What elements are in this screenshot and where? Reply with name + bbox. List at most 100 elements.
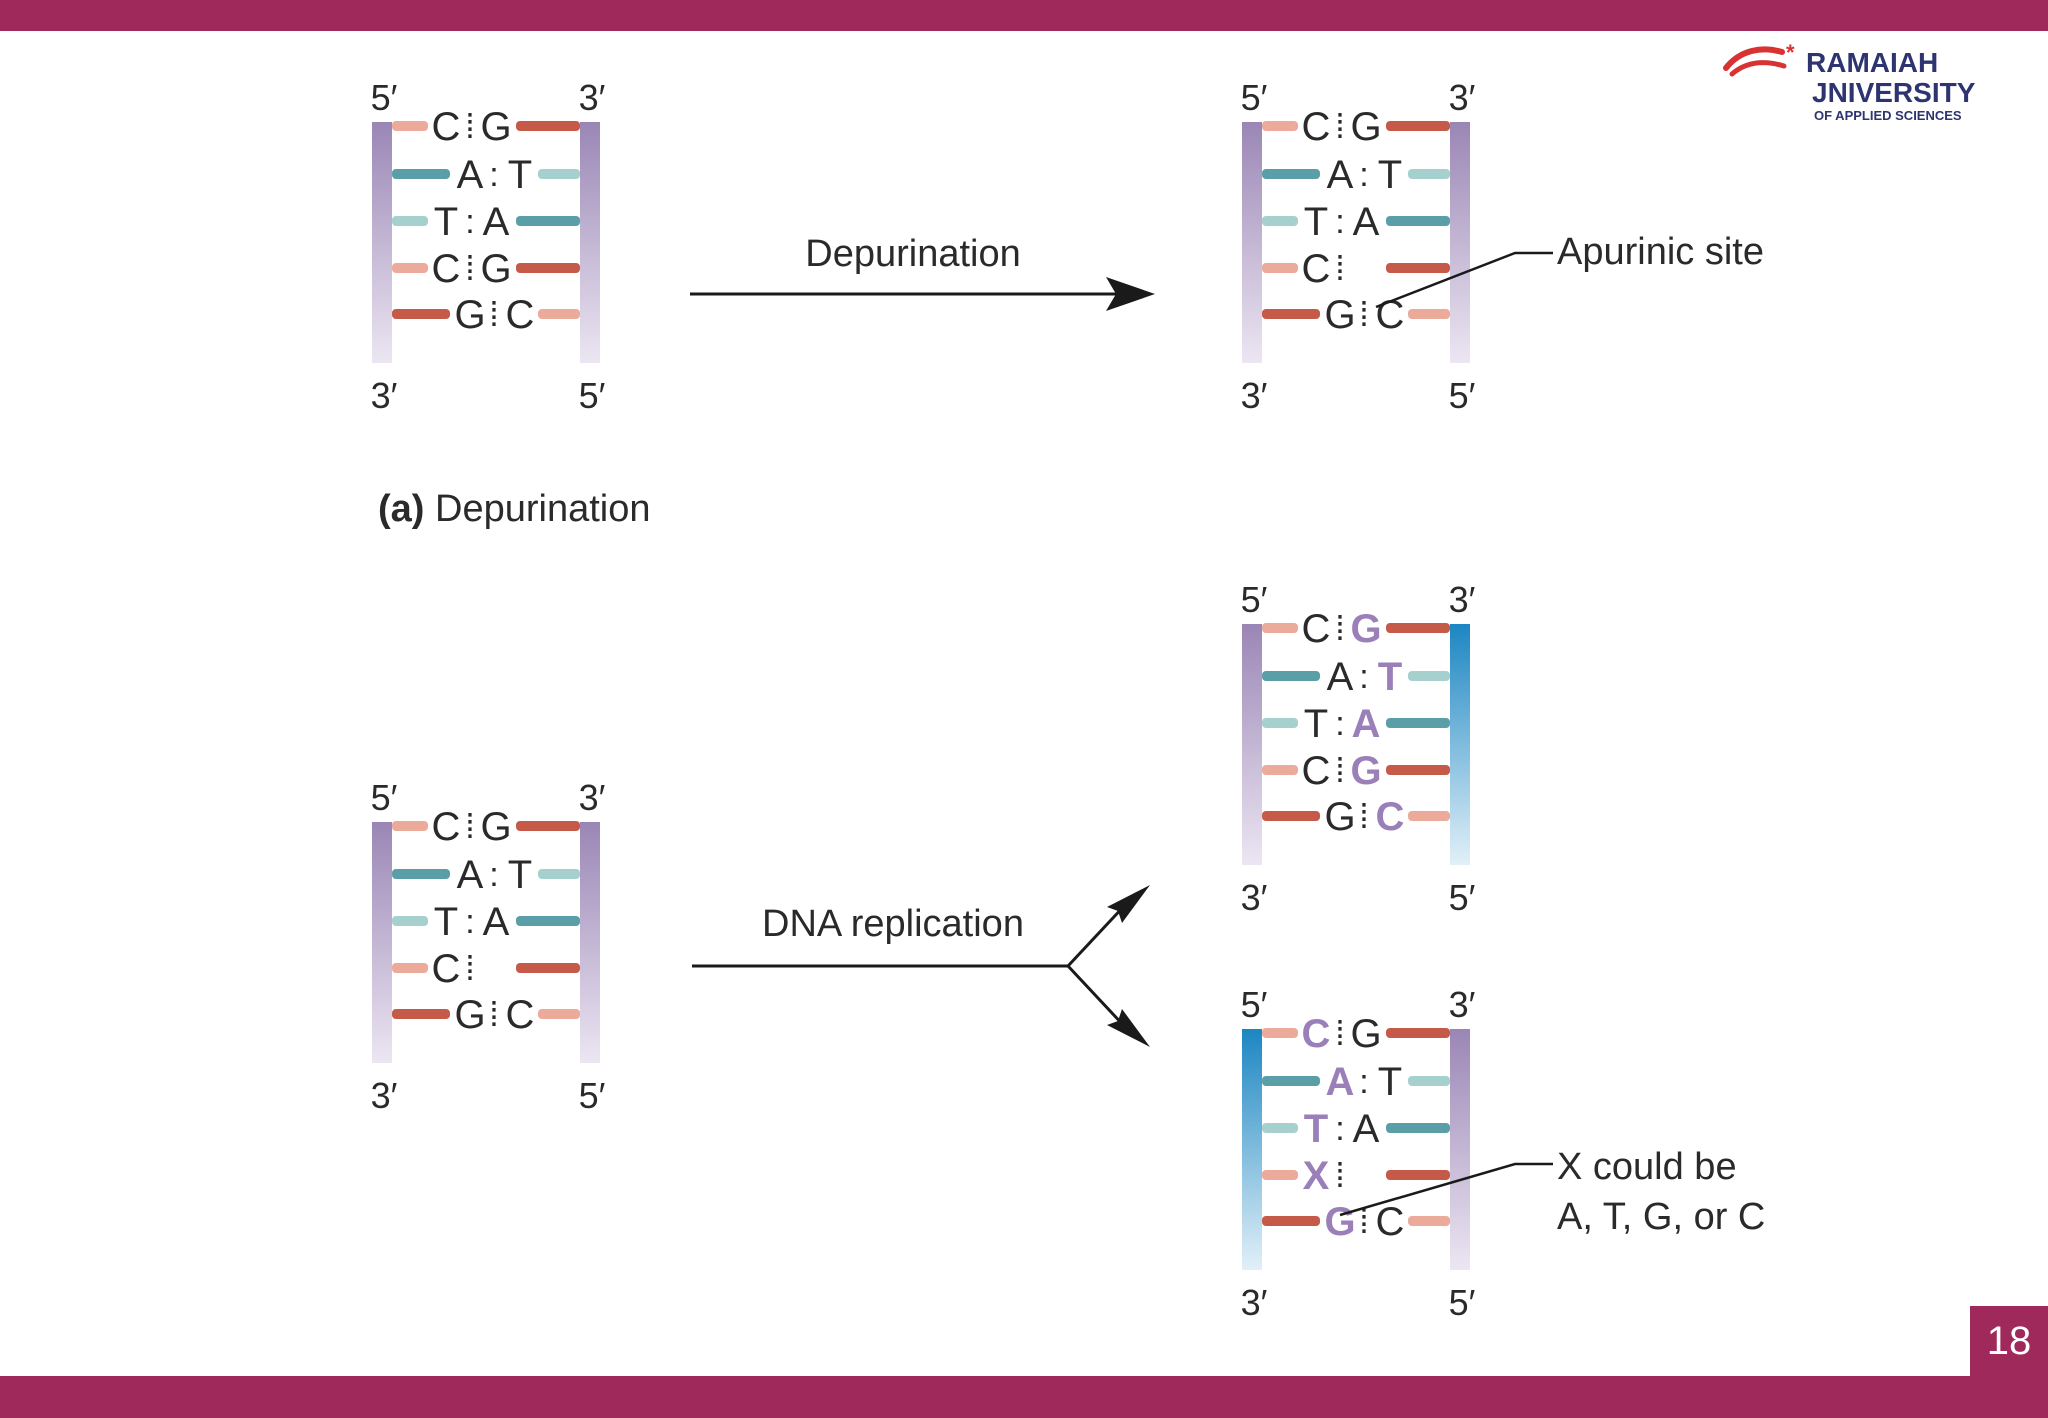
base-stub-left	[1262, 765, 1298, 775]
strand-end-bottom-left: 3′	[371, 375, 398, 416]
base-letter-left: T	[1304, 702, 1328, 746]
base-pair-separator: ⁞	[1335, 1157, 1344, 1195]
base-stub-right	[1386, 765, 1450, 775]
base-letter-left: C	[432, 105, 461, 149]
top-band	[0, 0, 2048, 31]
base-stub-right	[1386, 1028, 1450, 1038]
base-stub-left	[1262, 169, 1320, 179]
base-stub-left	[392, 169, 450, 179]
base-letter-left: A	[1327, 153, 1354, 197]
base-letter-right: A	[1353, 200, 1380, 244]
strand-end-top-left: 5′	[371, 777, 398, 818]
base-letter-left: C	[1302, 105, 1331, 149]
base-stub-left	[392, 1009, 450, 1019]
base-pair-separator: ⁞	[465, 950, 474, 988]
base-pair-separator: ⁞	[1335, 752, 1344, 790]
base-pair-separator: ⁞	[1335, 250, 1344, 288]
base-letter-left: C	[432, 247, 461, 291]
base-letter-right: C	[1376, 1200, 1405, 1244]
base-stub-left	[392, 121, 428, 131]
base-stub-left	[1262, 811, 1320, 821]
base-letter-left: A	[457, 153, 484, 197]
base-pair-separator: ⁞	[1335, 610, 1344, 648]
base-stub-left	[1262, 216, 1298, 226]
base-stub-right	[1386, 263, 1450, 273]
base-stub-right	[516, 121, 580, 131]
base-letter-left: G	[1324, 293, 1355, 337]
base-letter-left: G	[454, 293, 485, 337]
base-pair-separator: :	[1335, 1110, 1344, 1148]
base-pair-separator: :	[465, 903, 474, 941]
strand-end-top-left: 5′	[1241, 984, 1268, 1025]
base-letter-left: T	[434, 900, 458, 944]
base-stub-right	[1386, 718, 1450, 728]
base-letter-right: G	[480, 105, 511, 149]
base-pair-separator: ⁞	[1359, 798, 1368, 836]
strand-end-top-right: 3′	[1449, 984, 1476, 1025]
base-stub-left	[392, 869, 450, 879]
logo-line-3: OF APPLIED SCIENCES	[1814, 108, 1962, 123]
base-pair-separator: ⁞	[465, 808, 474, 846]
strand-end-bottom-left: 3′	[1241, 375, 1268, 416]
base-letter-right: C	[506, 293, 535, 337]
page-number: 18	[1986, 1318, 2032, 1363]
x-annotation-line-1: X could be	[1557, 1146, 1737, 1188]
base-pair-separator: :	[489, 156, 498, 194]
depurination-arrow-label: Depurination	[805, 233, 1020, 275]
base-letter-right: G	[1350, 1012, 1381, 1056]
base-stub-left	[1262, 623, 1298, 633]
backbone-strand-right	[580, 122, 600, 363]
logo-swoosh-icon: *	[1723, 40, 1795, 77]
base-letter-right: G	[480, 247, 511, 291]
x-leader-line	[1339, 1162, 1553, 1217]
logo-line-1: RAMAIAH	[1806, 47, 1938, 78]
base-letter-left: G	[454, 993, 485, 1037]
base-stub-right	[1386, 1123, 1450, 1133]
base-letter-right: T	[1378, 1060, 1402, 1104]
base-pair-separator: ⁞	[1335, 1015, 1344, 1053]
base-stub-left	[392, 309, 450, 319]
backbone-strand-left	[372, 822, 392, 1063]
backbone-strand-left	[1242, 122, 1262, 363]
base-stub-right	[1408, 811, 1450, 821]
base-stub-right	[516, 263, 580, 273]
panel-a-caption-letter: (a)	[378, 488, 424, 530]
base-letter-right: G	[480, 805, 511, 849]
base-letter-right: G	[1350, 105, 1381, 149]
base-stub-left	[1262, 718, 1298, 728]
strand-end-bottom-left: 3′	[371, 1075, 398, 1116]
base-letter-left: C	[1302, 749, 1331, 793]
replication-arrow-lower-head-icon	[1107, 1009, 1150, 1047]
base-stub-left	[1262, 671, 1320, 681]
base-letter-left: C	[1302, 607, 1331, 651]
base-letter-right: A	[1352, 702, 1381, 746]
strand-end-top-left: 5′	[371, 77, 398, 118]
base-pair-separator: :	[465, 203, 474, 241]
x-annotation-line-2: A, T, G, or C	[1557, 1196, 1765, 1238]
strand-end-bottom-right: 5′	[1449, 1282, 1476, 1323]
base-stub-right	[1408, 671, 1450, 681]
base-letter-left: C	[1302, 1012, 1331, 1056]
backbone-strand-right	[580, 822, 600, 1063]
backbone-strand-left	[372, 122, 392, 363]
base-letter-left: T	[1304, 1107, 1328, 1151]
ramaiah-logo: * RAMAIAH JNIVERSITY OF APPLIED SCIENCES	[1723, 40, 1976, 123]
depurination-arrow-head-icon	[1106, 277, 1155, 311]
strand-end-bottom-right: 5′	[1449, 877, 1476, 918]
apurinic-site-label: Apurinic site	[1557, 231, 1764, 273]
base-stub-left	[392, 916, 428, 926]
base-letter-left: C	[432, 947, 461, 991]
base-stub-right	[1408, 309, 1450, 319]
base-letter-left: A	[457, 853, 484, 897]
base-letter-left: X	[1303, 1154, 1330, 1198]
base-stub-left	[1262, 1170, 1298, 1180]
base-letter-right: C	[1376, 293, 1405, 337]
strand-end-top-right: 3′	[579, 77, 606, 118]
base-letter-left: C	[432, 805, 461, 849]
base-stub-right	[516, 821, 580, 831]
base-stub-left	[1262, 1028, 1298, 1038]
base-stub-left	[1262, 263, 1298, 273]
base-stub-right	[516, 916, 580, 926]
base-pair-separator: ⁞	[1359, 1203, 1368, 1241]
panel-a-caption: (a) Depurination	[378, 488, 651, 530]
